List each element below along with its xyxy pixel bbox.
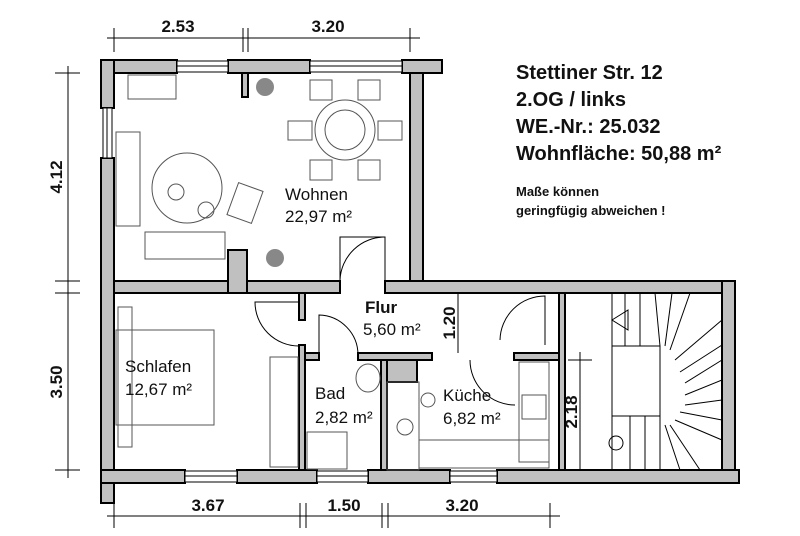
room-name: Flur	[365, 298, 397, 317]
room-area: 5,60 m²	[363, 320, 421, 339]
dimension-bottom	[107, 503, 560, 528]
furniture	[115, 74, 550, 471]
room-flur: Flur 5,60 m²	[363, 298, 421, 339]
staircase	[608, 292, 723, 471]
unit-number: WE.-Nr.: 25.032	[516, 116, 661, 138]
living-area: Wohnfläche: 50,88 m²	[516, 143, 722, 165]
room-name: Wohnen	[285, 185, 348, 204]
dim-bottom-right: 3.20	[445, 496, 478, 515]
floor-label: 2.OG / links	[516, 89, 627, 111]
disclaimer: Maße können geringfügig abweichen !	[516, 182, 721, 220]
disclaimer-line-2: geringfügig abweichen !	[516, 203, 666, 218]
room-bad: Bad 2,82 m²	[315, 384, 373, 427]
dim-bottom-left: 3.67	[191, 496, 224, 515]
dim-flur-height: 1.20	[440, 306, 459, 339]
walls	[100, 59, 740, 504]
address: Stettiner Str. 12	[516, 62, 663, 84]
room-name: Küche	[443, 386, 491, 405]
room-kueche: Küche 6,82 m²	[443, 386, 501, 428]
dim-top-left: 2.53	[161, 17, 194, 36]
property-info: Stettiner Str. 12 2.OG / links WE.-Nr.: …	[516, 60, 721, 220]
room-area: 2,82 m²	[315, 408, 373, 427]
room-area: 6,82 m²	[443, 409, 501, 428]
dimension-inner	[457, 293, 592, 470]
dimension-top	[107, 28, 420, 52]
windows	[102, 60, 498, 483]
disclaimer-line-1: Maße können	[516, 184, 600, 199]
room-schlafen: Schlafen 12,67 m²	[125, 357, 192, 399]
room-wohnen: Wohnen 22,97 m²	[285, 185, 352, 226]
room-name: Bad	[315, 384, 345, 403]
dim-bottom-middle: 1.50	[327, 496, 360, 515]
dim-left-lower: 3.50	[47, 365, 66, 398]
dim-top-right: 3.20	[311, 17, 344, 36]
room-area: 22,97 m²	[285, 207, 352, 226]
room-area: 12,67 m²	[125, 380, 192, 399]
dim-left-upper: 4.12	[47, 160, 66, 193]
dim-stair-width: 2.18	[562, 395, 581, 428]
doors	[254, 236, 546, 406]
room-name: Schlafen	[125, 357, 191, 376]
dimension-left	[55, 66, 80, 478]
